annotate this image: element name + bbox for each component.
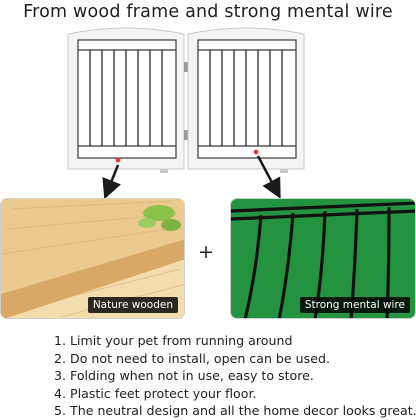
- list-item: 2. Do not need to install, open can be u…: [54, 350, 330, 366]
- feature-list: 1. Limit your pet from running around 2.…: [54, 332, 416, 420]
- wood-photo: Nature wooden: [0, 198, 185, 319]
- wire-photo: Strong mental wire: [230, 198, 416, 319]
- wood-label: Nature wooden: [87, 297, 178, 313]
- list-item: 1. Limit your pet from running around: [54, 333, 293, 348]
- page-title: From wood frame and strong mental wire: [23, 2, 393, 22]
- arrow-pointer-icon: [102, 155, 281, 200]
- gate-left-panel: [67, 27, 185, 170]
- plus-sign: +: [198, 241, 214, 263]
- gate-illustration: [67, 27, 305, 173]
- gate-right-panel: [187, 27, 305, 170]
- list-item: 4. Plastic feet protect your floor.: [54, 385, 257, 401]
- list-item: 3. Folding when not in use, easy to stor…: [54, 368, 314, 384]
- list-item: 5. The neutral design and all the home d…: [54, 403, 416, 419]
- wire-label: Strong mental wire: [299, 297, 410, 313]
